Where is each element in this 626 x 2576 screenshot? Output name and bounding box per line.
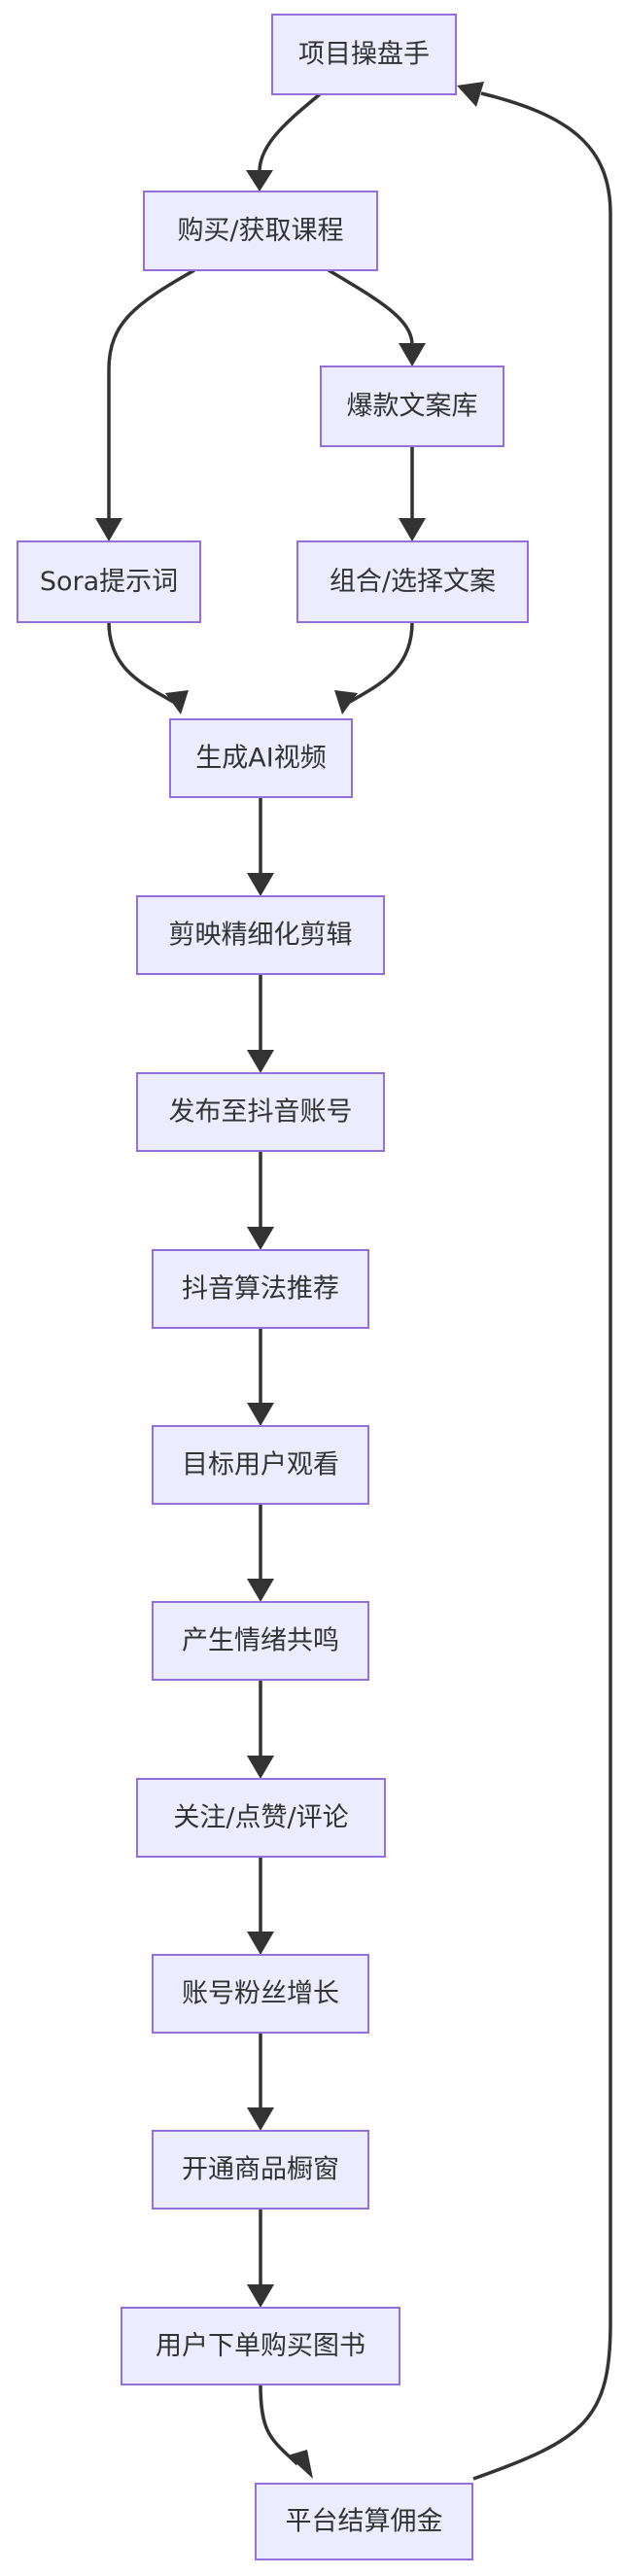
- arrow-platform-commission-to-operator: [457, 82, 484, 107]
- node-operator-label: 项目操盘手: [298, 40, 430, 70]
- node-copy-library: 爆款文案库: [320, 366, 504, 447]
- node-platform-commission: 平台结算佣金: [255, 2483, 473, 2560]
- arrow-generate-video-to-capcut-edit: [247, 873, 274, 896]
- node-buy-course-label: 购买/获取课程: [177, 216, 343, 246]
- arrow-copy-library-to-combine-copy: [399, 518, 426, 541]
- arrow-target-watch-to-emotion-resonance: [247, 1579, 274, 1602]
- edge-operator-to-buy-course: [258, 92, 322, 171]
- node-target-watch: 目标用户观看: [152, 1425, 369, 1505]
- edge-buy-course-to-copy-library: [328, 268, 414, 344]
- edges: [95, 82, 612, 2481]
- arrow-emotion-resonance-to-follow: [247, 1756, 274, 1779]
- node-copy-library-label: 爆款文案库: [347, 392, 478, 422]
- node-capcut-edit: 剪映精细化剪辑: [136, 895, 385, 975]
- arrow-follow-to-fans-growth: [247, 1932, 274, 1955]
- arrow-user-order-to-platform-commission: [288, 2450, 313, 2479]
- arrow-sora-prompt-to-generate-video: [165, 690, 189, 714]
- node-emotion-resonance: 产生情绪共鸣: [152, 1601, 369, 1681]
- node-combine-copy: 组合/选择文案: [296, 540, 529, 623]
- node-generate-video: 生成AI视频: [169, 718, 353, 798]
- node-combine-copy-label: 组合/选择文案: [330, 567, 496, 597]
- arrow-buy-course-to-sora-prompt: [95, 518, 122, 541]
- node-emotion-resonance-label: 产生情绪共鸣: [182, 1626, 339, 1656]
- node-follow-like-comment-label: 关注/点赞/评论: [173, 1803, 348, 1833]
- node-target-watch-label: 目标用户观看: [182, 1450, 339, 1480]
- arrow-open-showcase-to-user-order: [247, 2284, 274, 2308]
- edge-user-order-to-platform-commission: [259, 2384, 299, 2466]
- arrow-capcut-edit-to-publish-douyin: [247, 1050, 274, 1073]
- edge-buy-course-to-sora-prompt: [107, 268, 195, 518]
- arrow-publish-douyin-to-douyin-recommend: [247, 1227, 274, 1250]
- node-publish-douyin: 发布至抖音账号: [136, 1072, 385, 1152]
- arrow-fans-growth-to-open-showcase: [247, 2107, 274, 2131]
- node-sora-prompt: Sora提示词: [17, 540, 201, 623]
- node-publish-douyin-label: 发布至抖音账号: [169, 1097, 353, 1128]
- arrow-combine-copy-to-generate-video: [334, 690, 358, 714]
- node-douyin-recommend: 抖音算法推荐: [152, 1249, 369, 1329]
- node-fans-growth: 账号粉丝增长: [152, 1954, 369, 2034]
- edge-platform-commission-to-operator: [472, 91, 612, 2481]
- edge-sora-prompt-to-generate-video: [107, 621, 174, 704]
- node-sora-prompt-label: Sora提示词: [40, 567, 178, 597]
- node-capcut-edit-label: 剪映精细化剪辑: [169, 921, 353, 951]
- node-douyin-recommend-label: 抖音算法推荐: [182, 1274, 339, 1305]
- arrow-douyin-recommend-to-target-watch: [247, 1403, 274, 1426]
- node-buy-course: 购买/获取课程: [143, 191, 378, 271]
- edge-combine-copy-to-generate-video: [349, 621, 414, 704]
- node-platform-commission-label: 平台结算佣金: [286, 2507, 443, 2537]
- node-user-order: 用户下单购买图书: [121, 2307, 400, 2385]
- node-operator: 项目操盘手: [271, 14, 457, 95]
- nodes: 项目操盘手 购买/获取课程 爆款文案库 Sora提示词 组合/选择文案 生成AI…: [17, 14, 529, 2560]
- node-user-order-label: 用户下单购买图书: [156, 2331, 365, 2361]
- node-generate-video-label: 生成AI视频: [195, 744, 326, 774]
- node-open-showcase: 开通商品橱窗: [152, 2130, 369, 2210]
- node-open-showcase-label: 开通商品橱窗: [182, 2155, 339, 2185]
- arrow-operator-to-buy-course: [246, 170, 273, 191]
- arrow-buy-course-to-copy-library: [399, 343, 426, 366]
- node-follow-like-comment: 关注/点赞/评论: [136, 1778, 386, 1858]
- node-fans-growth-label: 账号粉丝增长: [182, 1979, 339, 2009]
